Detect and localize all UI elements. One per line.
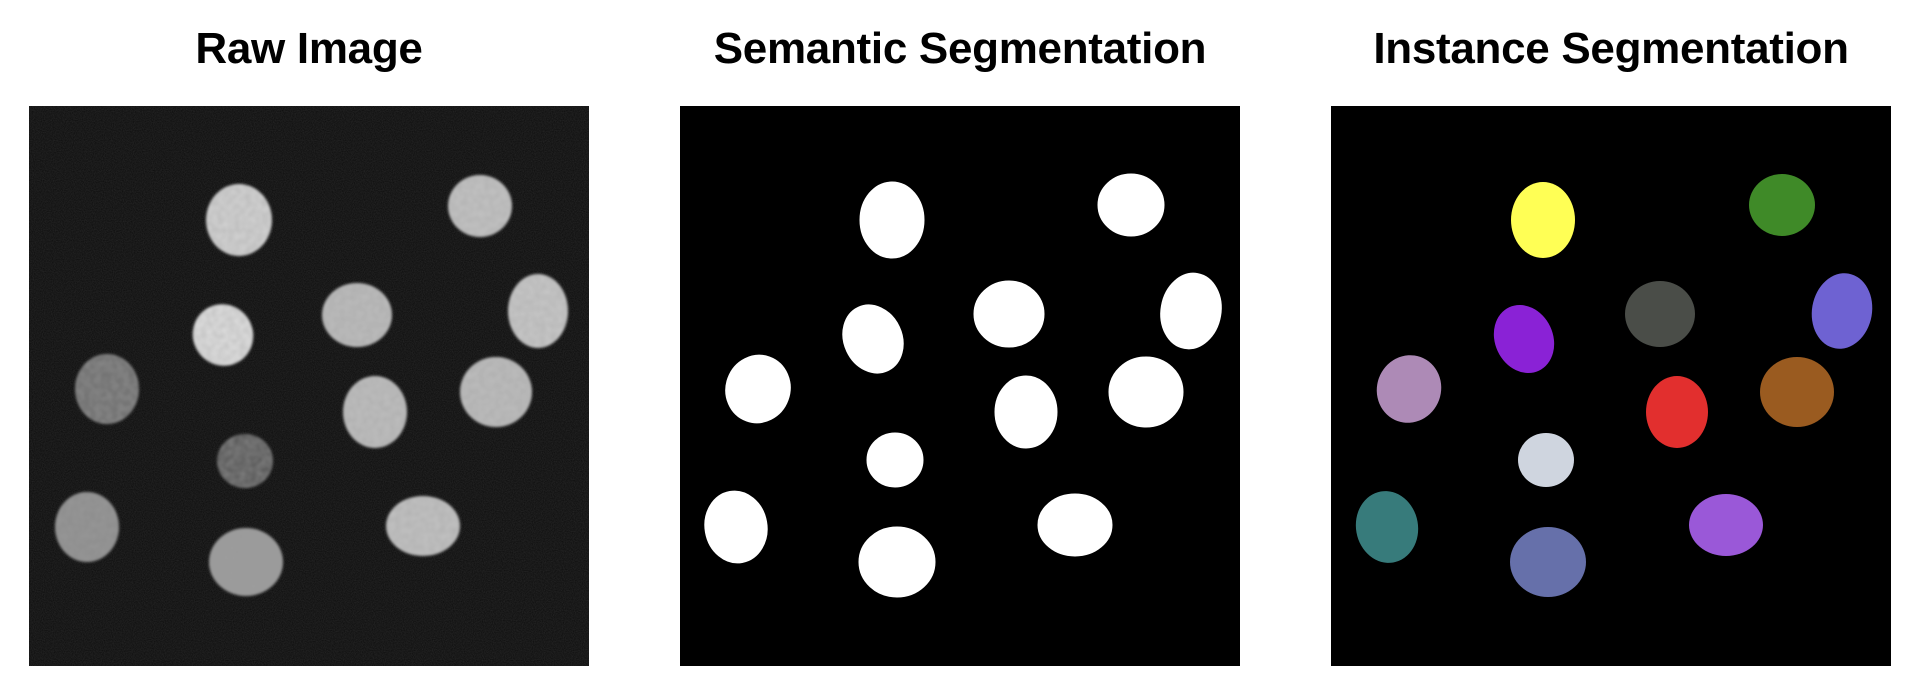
semantic-segmentation-panel: Semantic Segmentation: [680, 0, 1240, 700]
mask-region: [973, 280, 1045, 348]
instance-region: [1511, 182, 1575, 258]
raw-microscopy-image: [29, 106, 589, 666]
nucleus: [508, 274, 568, 348]
instance-region: [1689, 494, 1763, 556]
instance-region: [1510, 527, 1586, 597]
nucleus: [322, 283, 392, 347]
nucleus: [192, 304, 254, 366]
instance-region: [1355, 491, 1419, 563]
nucleus: [386, 496, 460, 556]
nucleus: [448, 175, 512, 237]
mask-region: [858, 526, 936, 598]
instance-region: [1749, 174, 1815, 236]
mask-region: [704, 490, 768, 564]
mask-region: [994, 375, 1058, 449]
semantic-segmentation-title: Semantic Segmentation: [713, 24, 1207, 73]
semantic-mask-image: [680, 106, 1240, 666]
mask-region: [859, 181, 925, 259]
nucleus: [343, 376, 407, 448]
instance-region: [1493, 304, 1555, 374]
mask-region: [1097, 173, 1165, 237]
mask-region: [1037, 493, 1113, 557]
mask-region: [866, 432, 924, 488]
instance-segmentation-panel: Instance Segmentation: [1331, 0, 1891, 700]
nucleus: [460, 357, 532, 427]
instance-region: [1760, 357, 1834, 427]
instance-region: [1646, 376, 1708, 448]
instance-mask-image: [1331, 106, 1891, 666]
nucleus: [206, 184, 272, 256]
raw-image-title: Raw Image: [195, 24, 423, 73]
nucleus: [55, 492, 119, 562]
mask-region: [725, 354, 791, 424]
instance-segmentation-title: Instance Segmentation: [1373, 24, 1849, 73]
mask-region: [1108, 356, 1184, 428]
instance-region: [1811, 273, 1873, 349]
nucleus: [217, 434, 273, 488]
raw-image-panel: Raw Image: [29, 0, 589, 700]
mask-region: [1160, 272, 1222, 350]
mask-region: [842, 304, 904, 374]
instance-region: [1518, 433, 1574, 487]
instance-region: [1625, 281, 1695, 347]
nucleus: [75, 354, 139, 424]
instance-region: [1376, 355, 1442, 423]
nucleus: [209, 528, 283, 596]
